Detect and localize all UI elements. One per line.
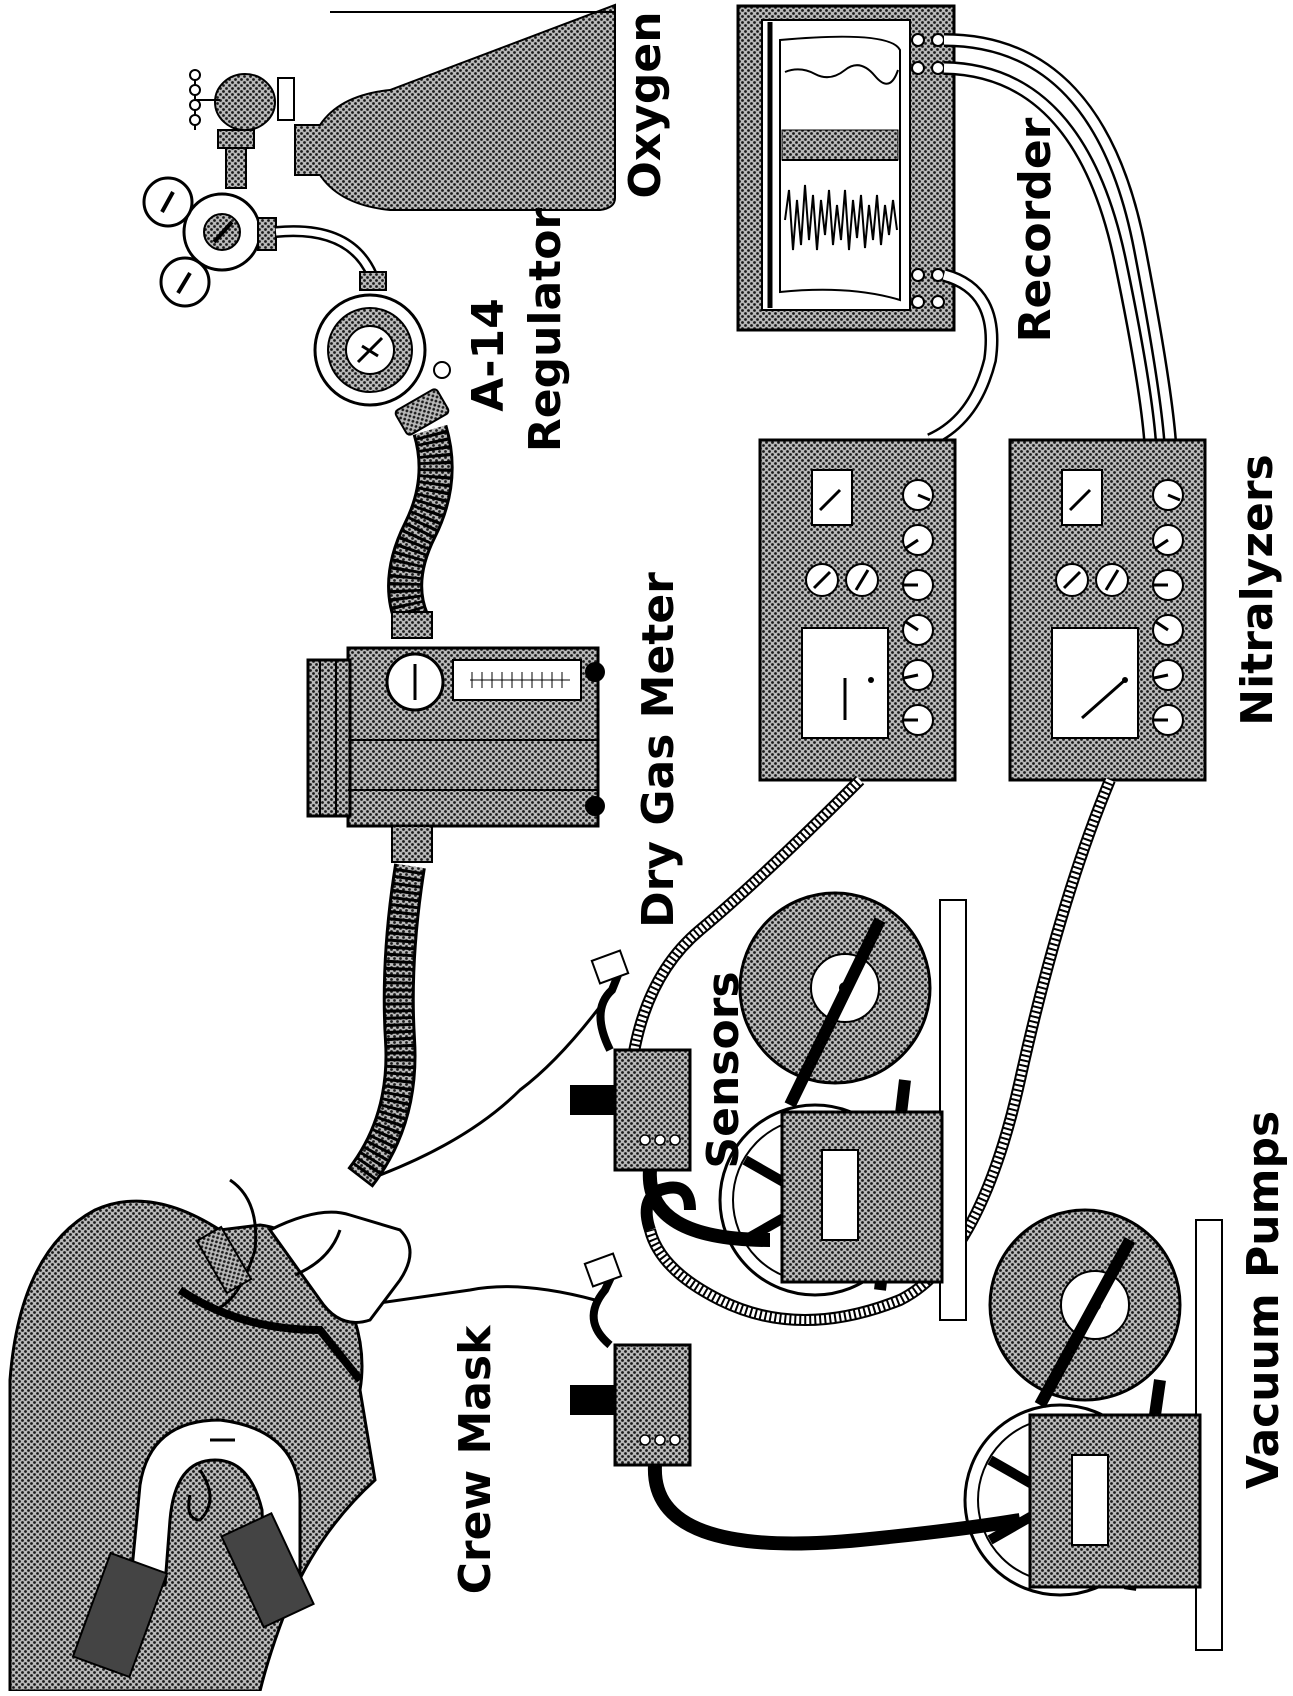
label-vacuum-pumps: Vacuum Pumps (1238, 1111, 1289, 1489)
valve-handwheel-icon (190, 70, 220, 130)
cylinder-valve (215, 74, 275, 130)
pump-housing (1030, 1415, 1200, 1587)
flow-gauge-tube (453, 660, 581, 700)
pump-housing (782, 1112, 942, 1282)
gas-meter-dial-icon (387, 654, 443, 710)
label-nitralyzers: Nitralyzers (1232, 454, 1283, 725)
nitralyzer-1 (760, 440, 955, 780)
nitralyzer-meter-display (1052, 628, 1138, 738)
label-recorder: Recorder (1010, 117, 1061, 342)
vacuum-pump-2 (965, 1210, 1222, 1650)
nitralyzer-2 (1010, 440, 1205, 780)
crew-mask-head (10, 1180, 410, 1691)
breathing-hose-upper (392, 430, 436, 638)
label-regulator-line1: A-14 (463, 298, 514, 412)
label-regulator-line2: Regulator (520, 208, 571, 453)
dry-gas-meter (308, 648, 605, 862)
breathing-hose-lower (360, 866, 410, 1178)
valve-collar (278, 78, 294, 120)
a14-regulator (315, 295, 450, 436)
label-oxygen: Oxygen (620, 11, 671, 198)
label-sensors: Sensors (698, 971, 749, 1168)
pressure-gauge-icon (161, 258, 209, 306)
recorder (738, 6, 954, 330)
vacuum-pump-1 (720, 893, 966, 1320)
oxygen-cylinder (190, 5, 615, 210)
label-dry-gas-meter: Dry Gas Meter (633, 572, 684, 928)
label-crew-mask: Crew Mask (450, 1324, 501, 1594)
pressure-gauge-icon (144, 178, 192, 226)
